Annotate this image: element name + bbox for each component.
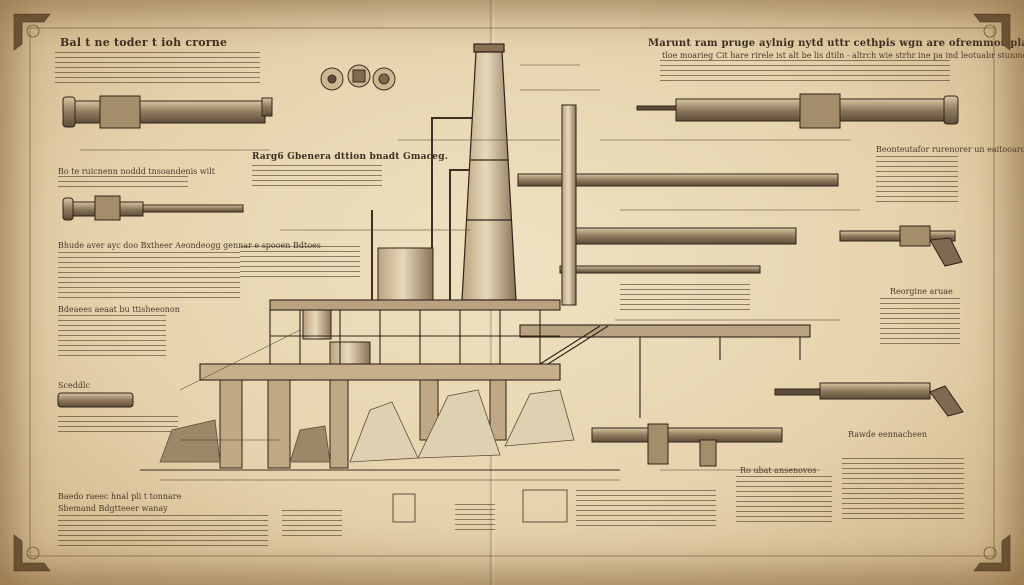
dimension-lines bbox=[80, 64, 860, 481]
cannon-icon bbox=[591, 423, 783, 467]
cannon-icon bbox=[636, 93, 959, 129]
corner-ornament-icon bbox=[13, 534, 51, 572]
text-block-bottom-center-left bbox=[282, 510, 342, 536]
heading-left-1: Bo te ruicnenn noddd tnsoandenis wilt bbox=[58, 167, 215, 176]
cannon-icon bbox=[57, 392, 134, 408]
heading-right-2: Reorgine aruae bbox=[890, 287, 953, 296]
heading-right-4: Ro ubat ansenovos bbox=[740, 466, 817, 475]
rifle-icon bbox=[62, 195, 244, 221]
chimney-icon bbox=[461, 43, 517, 301]
corner-ornament-icon bbox=[13, 13, 51, 51]
text-block-center-left bbox=[240, 246, 360, 280]
text-block-left-2 bbox=[58, 252, 240, 298]
title-left: Bal t ne toder t ioh crorne bbox=[60, 36, 228, 49]
heading-bottom-left-2: Sbemand Bdgtteeer wanay bbox=[58, 504, 168, 513]
text-block-center bbox=[252, 165, 382, 187]
cannon-icon bbox=[62, 95, 273, 129]
text-block-right-top bbox=[660, 60, 950, 82]
text-block-right-3 bbox=[842, 458, 964, 520]
detail-box-small bbox=[392, 493, 416, 523]
text-block-right-4 bbox=[736, 476, 832, 526]
valve-icon bbox=[347, 64, 371, 88]
text-block-right-2 bbox=[880, 298, 960, 346]
text-block-bottom-mid bbox=[455, 504, 495, 530]
detail-box bbox=[522, 489, 568, 523]
text-block-left-3 bbox=[58, 315, 166, 359]
corner-ornament-icon bbox=[973, 13, 1011, 51]
title-right: Marunt ram pruge aylnig nytd uttr cethpi… bbox=[648, 38, 1024, 49]
rubble-piles bbox=[159, 389, 575, 463]
center-heading: Rarg6 Gbenera dttion bnadt Gmaceg. bbox=[252, 152, 449, 162]
heading-left-3: Bdeaees aeaat bu ttisheeonon bbox=[58, 305, 180, 314]
secondary-stack bbox=[561, 104, 577, 306]
foundation-pillars bbox=[219, 379, 507, 469]
gear-icon bbox=[320, 67, 344, 91]
subtitle-right: tloe moarieg Cit hare rirele ist alt be … bbox=[662, 51, 1024, 60]
heading-left-2: Bhude aver ayc doo Bxtheer Aeondeogg gen… bbox=[58, 241, 321, 250]
text-block-left-4 bbox=[58, 416, 178, 434]
text-block-left-1 bbox=[58, 176, 188, 190]
heading-bottom-left-1: Baedo raeec hnal pli t tonnare bbox=[58, 492, 182, 501]
text-block-center-right bbox=[620, 284, 750, 312]
gauge-icon bbox=[372, 67, 396, 91]
heading-right-3: Rawde eennacheen bbox=[848, 430, 928, 439]
heading-right-1: Beonteutafor rurenorer un eaitooarong bbox=[876, 145, 1024, 154]
cannon-icon bbox=[517, 173, 839, 274]
pipework bbox=[371, 117, 472, 300]
text-block-left-top bbox=[55, 52, 260, 86]
rifle-icon bbox=[774, 382, 964, 417]
pistol-icon bbox=[839, 225, 963, 267]
text-block-bottom-center bbox=[576, 490, 716, 530]
scaffold-platform bbox=[199, 299, 811, 418]
heading-left-4: Sceddlc bbox=[58, 381, 90, 390]
sheet-border bbox=[29, 27, 995, 557]
text-block-bottom-left bbox=[58, 515, 268, 547]
text-block-right-1 bbox=[876, 156, 958, 206]
corner-ornament-icon bbox=[973, 534, 1011, 572]
